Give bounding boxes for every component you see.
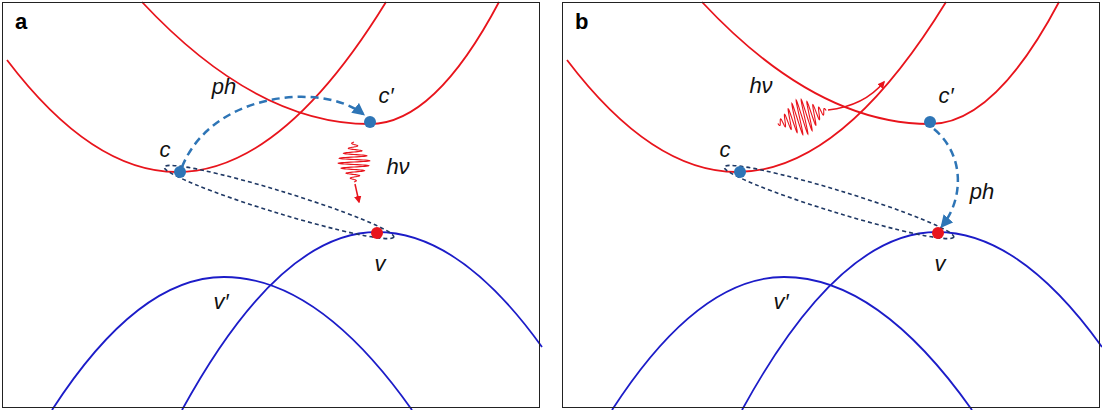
panel-b-illustration xyxy=(567,2,1102,410)
band-label: v xyxy=(375,253,386,275)
band-label: c xyxy=(720,139,731,161)
hole-dot xyxy=(371,227,383,239)
valence-band xyxy=(182,232,542,410)
panel-letter: a xyxy=(15,9,27,35)
panel-b: b xyxy=(562,2,1100,408)
electron-dot xyxy=(364,116,376,128)
band-label: v′ xyxy=(213,291,228,313)
valence-band xyxy=(612,277,972,410)
electron-dot xyxy=(734,166,746,178)
photon-wave xyxy=(338,142,370,182)
process-label: ph xyxy=(212,76,236,98)
band-label: c′ xyxy=(938,85,953,107)
photon-arrow xyxy=(828,82,884,110)
electron-dot xyxy=(174,166,186,178)
process-label: hν xyxy=(386,156,409,178)
band-label: v xyxy=(935,253,946,275)
hole-dot xyxy=(932,227,944,239)
conduction-band xyxy=(567,2,946,172)
band-label: c′ xyxy=(378,85,393,107)
panel-letter: b xyxy=(575,9,588,35)
band-label: v′ xyxy=(773,291,788,313)
panel-a-illustration xyxy=(7,2,542,410)
photon-arrow xyxy=(355,184,359,202)
conduction-band xyxy=(7,2,386,172)
panel-a: a xyxy=(2,2,540,408)
process-label: hν xyxy=(749,75,772,97)
phonon-arrow xyxy=(934,129,958,226)
valence-band xyxy=(742,232,1102,410)
photon-wave xyxy=(778,99,826,134)
conduction-band xyxy=(142,2,499,124)
conduction-band xyxy=(702,2,1059,124)
electron-dot xyxy=(924,116,936,128)
valence-band xyxy=(52,277,412,410)
process-label: ph xyxy=(970,181,994,203)
band-label: c xyxy=(160,139,171,161)
phonon-arrow xyxy=(182,97,363,167)
exciton-ellipse xyxy=(721,156,957,247)
